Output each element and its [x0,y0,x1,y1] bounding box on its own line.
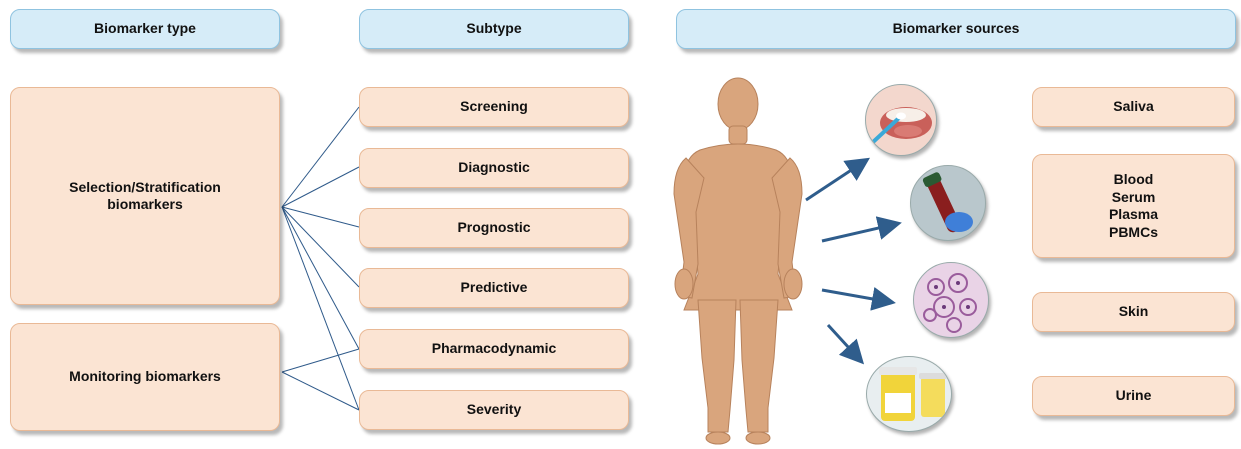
arrow-to-blood [822,224,896,241]
source-label: Urine [1116,387,1152,405]
source-skin: Skin [1032,292,1235,332]
source-urine: Urine [1032,376,1235,416]
arrow-to-saliva [806,161,865,200]
skin-histology-photo-icon [913,262,989,338]
source-label: Saliva [1113,98,1153,116]
arrow-to-urine [828,325,860,360]
source-saliva: Saliva [1032,87,1235,127]
arrow-to-skin [822,290,890,302]
urine-container-photo-icon [866,356,952,432]
saliva-swab-photo-icon [865,84,937,156]
source-blood: Blood Serum Plasma PBMCs [1032,154,1235,258]
blood-tube-photo-icon [910,165,986,241]
source-label: Skin [1119,303,1149,321]
source-label: Blood Serum Plasma PBMCs [1109,171,1158,241]
